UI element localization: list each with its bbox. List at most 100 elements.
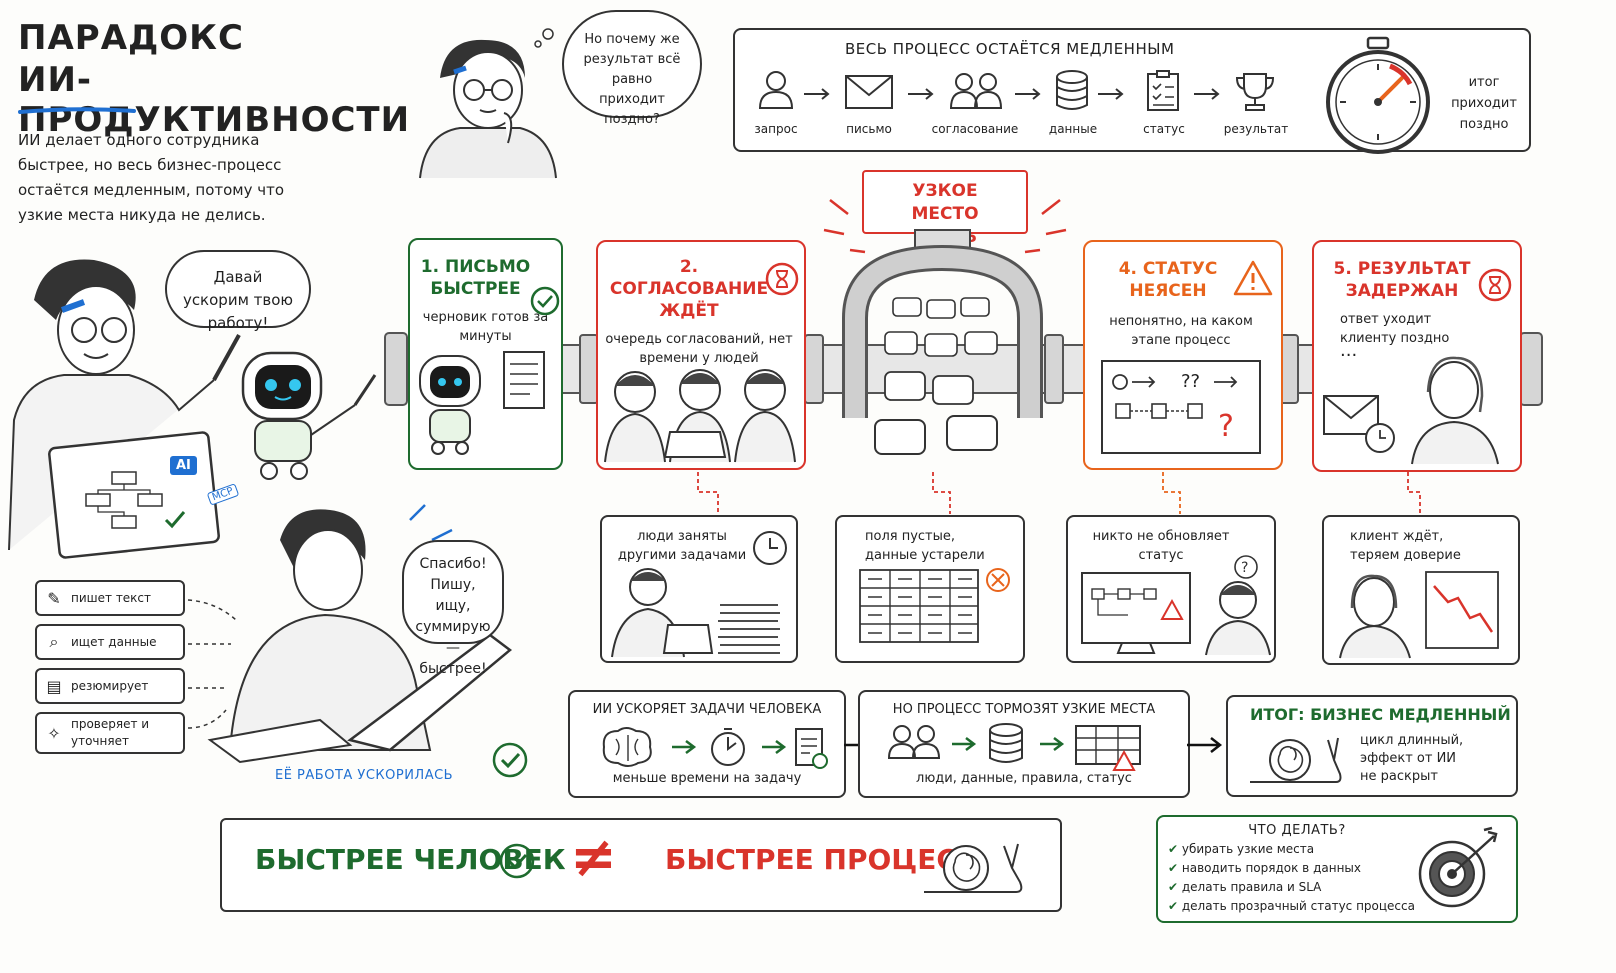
check-icon xyxy=(499,843,535,879)
todo-item-label: убирать узкие места xyxy=(1181,842,1315,856)
action-summarize: ▤ резюмирует xyxy=(35,668,185,704)
step-text: ответ уходит клиенту поздно xyxy=(1340,312,1450,346)
action-label: проверяет и уточняет xyxy=(71,717,150,748)
people-icon xyxy=(949,73,1003,109)
status-flow-sketch: ? xyxy=(1112,374,1238,444)
process-step-label: статус xyxy=(1143,122,1185,136)
alert-rays xyxy=(823,199,1067,254)
action-arrows xyxy=(187,599,237,729)
search-icon: ⌕ xyxy=(49,632,59,651)
ai-badge: AI xyxy=(170,456,197,475)
action-verify: ✧ проверяет и уточняет xyxy=(35,712,185,754)
banner-left-text: БЫСТРЕЕ ЧЕЛОВЕК xyxy=(255,843,566,876)
arrow-icon xyxy=(1187,737,1223,753)
monitor-confused-illustration: ? xyxy=(1081,555,1271,656)
envelope-icon xyxy=(845,75,893,109)
subcard-text: клиент ждёт, теряем доверие xyxy=(1350,529,1461,563)
stopwatch-icon xyxy=(1326,36,1430,154)
process-step-label: данные xyxy=(1048,122,1098,136)
todo-list: ✔ убирать узкие места ✔ наводить порядок… xyxy=(1168,840,1516,916)
title-line-2: ИИ-ПРОДУКТИВНОСТИ xyxy=(18,60,411,140)
flow-result-text: цикл длинный, эффект от ИИ не раскрыт xyxy=(1360,733,1464,784)
trophy-icon xyxy=(1235,73,1275,111)
banner-right-text: БЫСТРЕЕ ПРОЦЕСС xyxy=(665,843,978,876)
arrow-icon xyxy=(1098,88,1124,100)
todo-item-label: наводить порядок в данных xyxy=(1181,861,1361,875)
action-label: ищет данные xyxy=(71,635,157,649)
subcard-text: никто не обновляет статус xyxy=(1092,529,1230,563)
thinking-person-illustration xyxy=(419,39,557,179)
process-step-label: запрос xyxy=(754,122,798,136)
step-title: 1. ПИСЬМО БЫСТРЕЕ xyxy=(420,257,531,299)
todo-item: ✔ убирать узкие места xyxy=(1168,840,1516,859)
pencil-icon: ✎ xyxy=(47,588,61,608)
process-step-label: согласование xyxy=(931,122,1019,136)
process-outcome-text: итог приходит поздно xyxy=(1451,75,1517,132)
arrow-icon xyxy=(1015,88,1041,100)
hourglass-icon xyxy=(1478,268,1512,302)
title-line-1: ПАРАДОКС xyxy=(18,18,244,58)
process-step-label: письмо xyxy=(846,122,892,136)
todo-item: ✔ делать прозрачный статус процесса xyxy=(1168,897,1516,916)
subcard-connectors xyxy=(697,472,1421,514)
check-icon: ✔ xyxy=(1168,899,1182,913)
clock-icon xyxy=(753,531,787,565)
step-title: 5. РЕЗУЛЬТАТ ЗАДЕРЖАН xyxy=(1333,259,1471,301)
step-title: 2. СОГЛАСОВАНИЕ ЖДЁТ xyxy=(609,257,769,321)
step-title: 4. СТАТУС НЕЯСЕН xyxy=(1118,259,1218,301)
process-strip-title: ВЕСЬ ПРОЦЕСС ОСТАЁТСЯ МЕДЛЕННЫМ xyxy=(845,40,1175,58)
late-delivery-illustration xyxy=(1323,356,1499,465)
thinker-speech-bubble: Но почему же результат всё равно приходи… xyxy=(562,10,702,127)
target-icon xyxy=(1418,826,1498,908)
subcard-text: люди заняты другими задачами xyxy=(617,529,747,563)
mentor-speech-bubble: Давай ускорим твою работу! xyxy=(165,250,311,332)
check-icon: ✔ xyxy=(1168,842,1182,856)
document-icon: ▤ xyxy=(46,676,62,696)
ai-speeds-flow-icons xyxy=(602,727,828,769)
database-icon xyxy=(1056,70,1088,110)
not-equal-sign: ≠ xyxy=(570,825,617,890)
title-underline xyxy=(18,107,136,114)
sad-client-trend-illustration xyxy=(1339,571,1499,659)
busy-worker-illustration xyxy=(611,568,780,658)
status-diagram xyxy=(1101,360,1261,454)
flow-box-title: НО ПРОЦЕСС ТОРМОЗЯТ УЗКИЕ МЕСТА xyxy=(892,702,1156,717)
flow-box-caption: меньше времени на задачу xyxy=(612,771,802,786)
flow-result-title: ИТОГ: БИЗНЕС МЕДЛЕННЫЙ xyxy=(1250,705,1511,724)
empty-table-illustration xyxy=(859,568,1010,643)
step-text: очередь согласований, нет времени у люде… xyxy=(605,332,793,366)
check-icon: ✔ xyxy=(1168,861,1182,875)
svg-text:?: ? xyxy=(1218,409,1234,444)
person-icon xyxy=(758,71,794,109)
worker-caption: ЕЁ РАБОТА УСКОРИЛАСЬ xyxy=(275,768,454,783)
page-title: ПАРАДОКС ИИ-ПРОДУКТИВНОСТИ xyxy=(18,18,411,140)
action-label: пишет текст xyxy=(71,591,152,605)
warning-icon xyxy=(1233,260,1273,296)
subcard-text: поля пустые, данные устарели xyxy=(865,529,985,563)
status-question-text: ?? xyxy=(1181,371,1201,392)
check-icon xyxy=(530,286,560,316)
flow-result-box: ИТОГ: БИЗНЕС МЕДЛЕННЫЙ цикл длинный, эфф… xyxy=(1226,695,1518,797)
todo-item: ✔ делать правила и SLA xyxy=(1168,878,1516,897)
worker-illustration xyxy=(207,504,513,764)
waiting-people-illustration xyxy=(604,369,796,463)
small-robot-illustration xyxy=(419,351,545,455)
action-write: ✎ пишет текст xyxy=(35,580,185,616)
snail-icon xyxy=(1250,737,1342,783)
action-label: резюмирует xyxy=(71,679,149,693)
sparkle-icon: ✧ xyxy=(47,723,61,743)
check-icon xyxy=(492,742,528,778)
robot-illustration xyxy=(241,351,377,480)
arrow-icon xyxy=(804,88,830,100)
flowchart-sketch xyxy=(85,471,186,529)
process-step-label: результат xyxy=(1223,122,1289,136)
bottleneck-flow-icons xyxy=(887,723,1141,771)
todo-item-label: делать правила и SLA xyxy=(1181,880,1322,894)
flow-box-caption: люди, данные, правила, статус xyxy=(916,771,1132,786)
intro-text: ИИ делает одного сотрудника быстрее, но … xyxy=(18,131,285,224)
action-search: ⌕ ищет данные xyxy=(35,624,185,660)
worker-speech-bubble: Спасибо! Пишу, ищу, суммирую — быстрее! xyxy=(402,540,504,677)
checklist-icon xyxy=(1147,70,1179,111)
hourglass-icon xyxy=(765,262,799,296)
summary-banner xyxy=(220,818,1062,912)
